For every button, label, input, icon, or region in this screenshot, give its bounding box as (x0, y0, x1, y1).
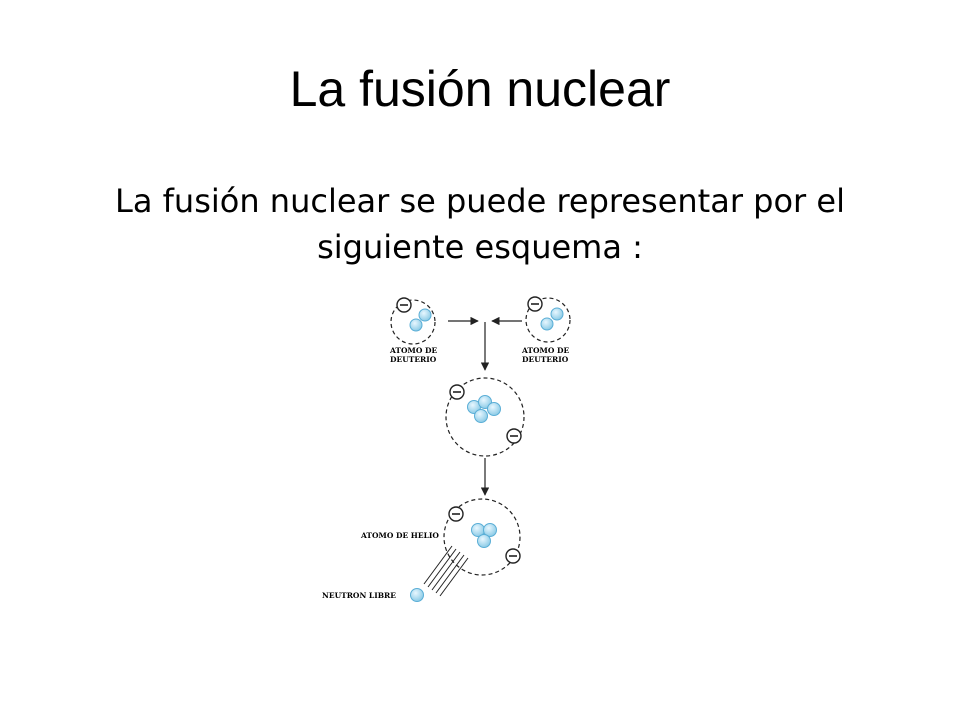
page-subtitle: La fusión nuclear se puede representar p… (115, 182, 845, 266)
nucleon-icon (487, 402, 501, 416)
nucleon-icon (410, 588, 424, 602)
neutron-label: NEUTRON LIBRE (322, 591, 396, 600)
deuterium-atom-right (525, 296, 571, 343)
nucleon-icon (418, 308, 432, 322)
nucleon-icon (409, 318, 423, 332)
helium-label: ATOMO DE HELIO (360, 531, 439, 540)
deuterium-right-label-2: DEUTERIO (522, 355, 569, 364)
electron-icon (396, 297, 412, 313)
electron-icon (448, 506, 464, 522)
deuterium-atom-left (390, 297, 436, 345)
nucleon-icon (477, 534, 491, 548)
electron-icon (506, 428, 522, 444)
page-title: La fusión nuclear (289, 61, 671, 117)
nucleon-icon (474, 409, 488, 423)
nucleon-icon (540, 317, 554, 331)
deuterium-left-label-1: ATOMO DE (389, 346, 437, 355)
helium-atom (443, 498, 521, 576)
electron-icon (449, 384, 465, 400)
deuterium-left-label-2: DEUTERIO (390, 355, 437, 364)
electron-icon (505, 548, 521, 564)
nucleon-icon (550, 307, 564, 321)
fused-atom (445, 377, 525, 457)
electron-icon (527, 296, 543, 312)
nucleon-icon (483, 523, 497, 537)
neutron-trail (423, 545, 469, 597)
deuterium-right-label-1: ATOMO DE (521, 346, 569, 355)
